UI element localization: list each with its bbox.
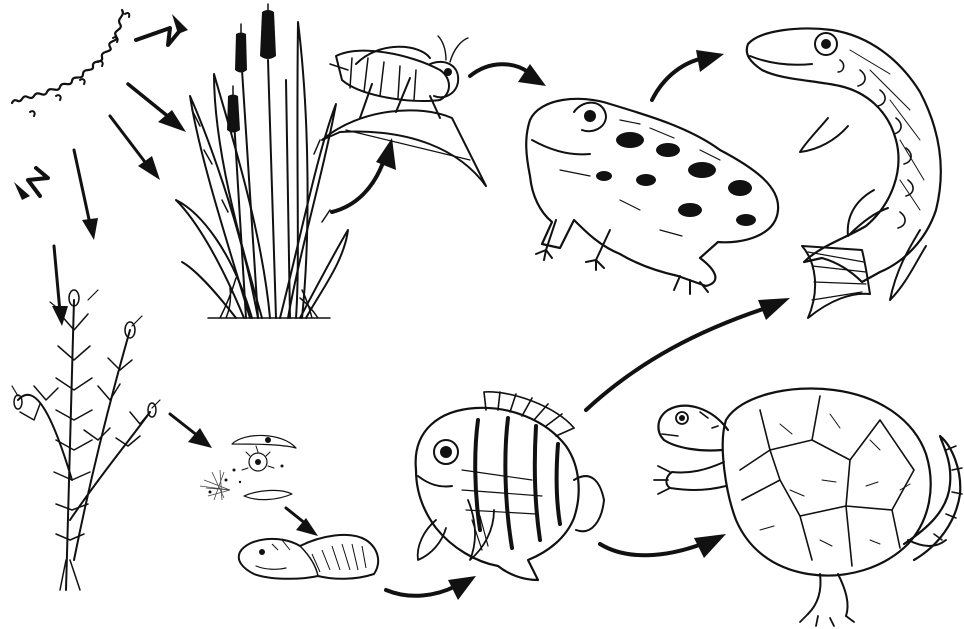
sunfish-icon (416, 392, 604, 580)
arrow-cattails-grasshopper (332, 138, 396, 212)
cattail-plant-icon (176, 4, 348, 318)
aquatic-plant-icon (12, 290, 160, 590)
microorganisms-icon (200, 435, 296, 500)
arrow-grasshopper-frog (470, 64, 546, 86)
tadpole-icon (239, 535, 378, 579)
sunlight-arrows (52, 84, 186, 326)
arrow-sunfish-pike (586, 298, 790, 410)
arrow-plant-plankton (170, 414, 212, 448)
arrow-plankton-tadpole (286, 508, 318, 536)
arrow-frog-pike (652, 50, 724, 100)
pike-fish-icon (747, 29, 941, 318)
arrow-sunfish-turtle (600, 534, 726, 558)
sunlight-zigzag-icon (12, 10, 188, 200)
arrow-tadpole-sunfish (386, 576, 476, 600)
grasshopper-icon (322, 36, 486, 186)
snapping-turtle-icon (654, 388, 962, 626)
frog-icon (526, 99, 778, 294)
